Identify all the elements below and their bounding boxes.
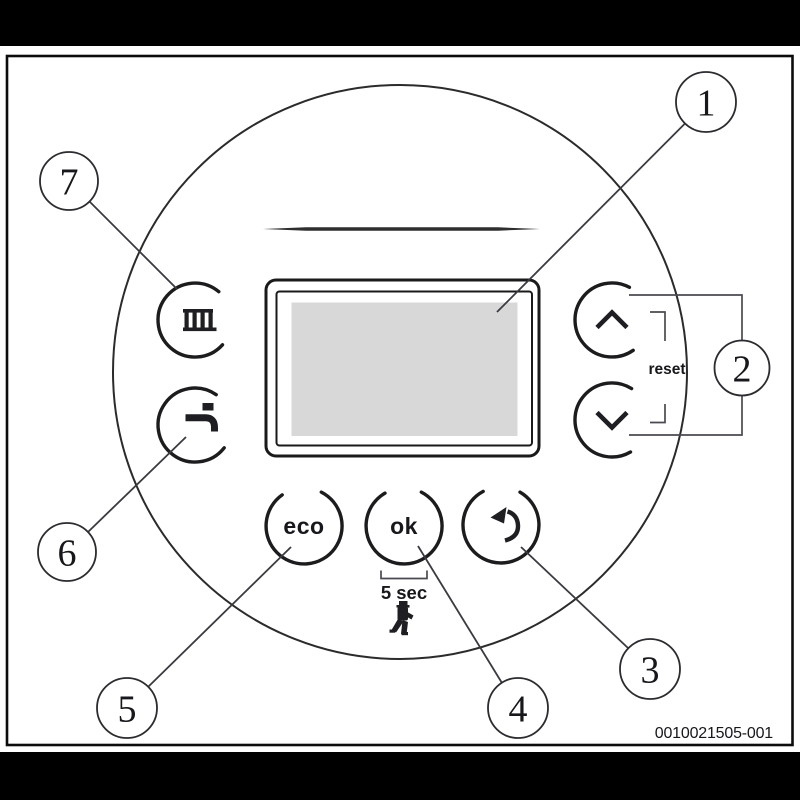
doc-number: 0010021505-001 (655, 725, 774, 742)
reset-bracket-bottom (650, 404, 666, 424)
hot-water-button (156, 386, 226, 464)
chevron-down-icon (595, 410, 629, 431)
tap-icon (185, 403, 218, 432)
back-button (461, 489, 541, 565)
ok-button (364, 490, 444, 566)
updown-connector-bottom (629, 396, 743, 436)
letterbox-top (0, 0, 800, 46)
eco-button (264, 490, 344, 566)
callout-2: 2 (713, 339, 771, 397)
callout-leader-3 (520, 546, 629, 649)
chevron-up-icon (595, 309, 629, 330)
callout-6: 6 (37, 522, 97, 582)
callout-1: 1 (675, 71, 737, 133)
up-button (573, 281, 635, 359)
letterbox-bottom (0, 752, 800, 800)
radiator-icon (183, 309, 217, 332)
reset-label: reset (648, 361, 685, 378)
callout-1-number: 1 (697, 83, 716, 125)
callout-leader-7 (88, 200, 178, 290)
down-button (573, 381, 634, 459)
callout-leader-6 (87, 436, 187, 533)
callout-4-number: 4 (509, 689, 528, 731)
heating-button (156, 281, 225, 359)
eco-button-label: eco (283, 513, 324, 539)
display-screen (291, 302, 518, 436)
updown-connector-top (629, 294, 743, 341)
callout-leader-5 (147, 546, 292, 688)
callout-6-number: 6 (58, 533, 77, 575)
callout-3-number: 3 (641, 650, 660, 692)
reset-bracket-top (650, 311, 666, 341)
callout-4: 4 (487, 677, 549, 739)
callout-leader-1 (496, 122, 686, 313)
panel-circle (112, 84, 688, 660)
chimney-sweep-icon (389, 601, 414, 636)
callout-7: 7 (39, 151, 99, 211)
callout-5-number: 5 (118, 689, 137, 731)
callout-leader-4 (417, 545, 503, 684)
hold-time-bracket (380, 570, 428, 580)
callout-7-number: 7 (60, 162, 79, 204)
callout-2-number: 2 (733, 349, 752, 391)
vent-slot (263, 227, 540, 231)
back-arrow-icon (490, 507, 521, 543)
ok-button-label: ok (390, 513, 418, 539)
callout-3: 3 (619, 638, 681, 700)
hold-time-label: 5 sec (381, 582, 427, 603)
callout-5: 5 (96, 677, 158, 739)
